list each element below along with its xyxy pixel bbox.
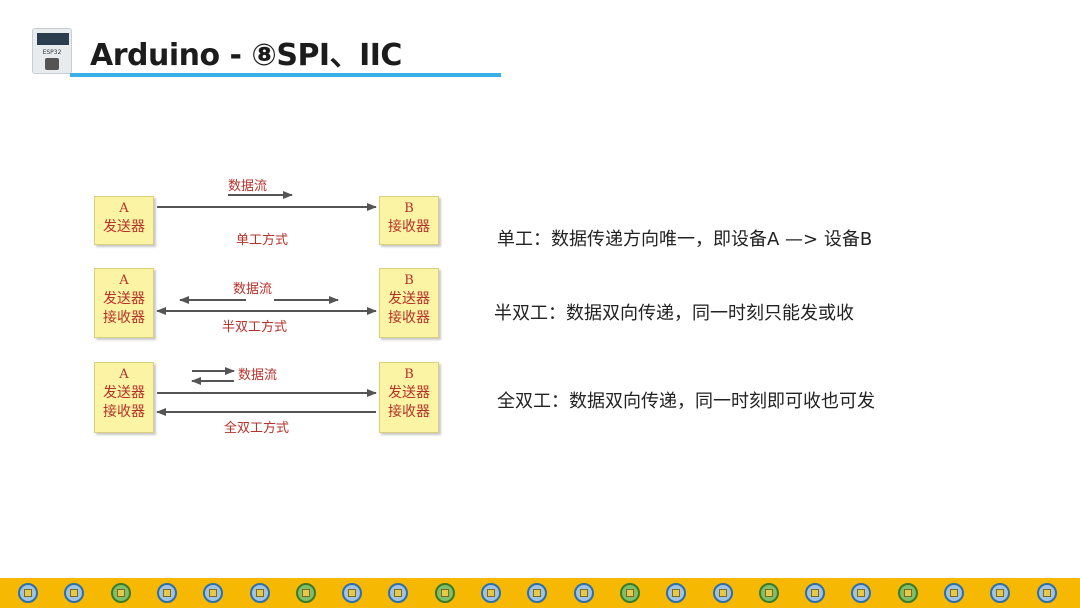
half-duplex-flow-label: 数据流 (233, 282, 273, 297)
box-letter: B (404, 201, 414, 216)
chip-icon (713, 583, 733, 603)
half-duplex-box-a: A 发送器 接收器 (94, 268, 154, 338)
chip-icon (990, 583, 1010, 603)
chip-icon (203, 583, 223, 603)
chip-icon (435, 583, 455, 603)
chip-icon (18, 583, 38, 603)
chip-icon (388, 583, 408, 603)
box-role: 接收器 (388, 310, 430, 326)
title-underline (70, 73, 501, 77)
half-duplex-mode-label: 半双工方式 (222, 320, 288, 335)
chip-icon (1037, 583, 1057, 603)
full-duplex-flow-label: 数据流 (238, 368, 278, 383)
simplex-box-b: B 接收器 (379, 196, 439, 245)
box-role: 接收器 (103, 310, 145, 326)
simplex-description: 单工：数据传递方向唯一，即设备A —> 设备B (497, 229, 873, 250)
chip-icon (250, 583, 270, 603)
chip-icon (527, 583, 547, 603)
footer-band (0, 578, 1080, 608)
chip-icon (620, 583, 640, 603)
chip-icon (759, 583, 779, 603)
box-role: 接收器 (103, 404, 145, 420)
chip-icon (944, 583, 964, 603)
box-role: 发送器 (103, 291, 145, 307)
box-role: 接收器 (388, 404, 430, 420)
half-duplex-box-b: B 发送器 接收器 (379, 268, 439, 338)
chip-icon (157, 583, 177, 603)
chip-icon (851, 583, 871, 603)
full-duplex-description: 全双工：数据双向传递，同一时刻即可收也可发 (497, 391, 875, 412)
full-duplex-box-b: B 发送器 接收器 (379, 362, 439, 433)
full-duplex-box-a: A 发送器 接收器 (94, 362, 154, 433)
simplex-flow-label: 数据流 (228, 179, 268, 194)
box-role: 接收器 (388, 219, 430, 235)
box-letter: A (119, 367, 129, 382)
box-role: 发送器 (388, 385, 430, 401)
chip-icon (296, 583, 316, 603)
simplex-box-a: A 发送器 (94, 196, 154, 245)
chip-icon (666, 583, 686, 603)
chip-icon (481, 583, 501, 603)
chip-icon (805, 583, 825, 603)
esp32-logo-icon: ESP32 (32, 28, 72, 74)
box-letter: B (404, 367, 414, 382)
box-letter: B (404, 273, 414, 288)
box-role: 发送器 (103, 385, 145, 401)
chip-icon (45, 58, 59, 70)
box-letter: A (119, 201, 129, 216)
page-title: Arduino - ⑧SPI、IIC (90, 38, 402, 73)
chip-icon (898, 583, 918, 603)
chip-icon (574, 583, 594, 603)
half-duplex-description: 半双工：数据双向传递，同一时刻只能发或收 (494, 303, 854, 324)
simplex-mode-label: 单工方式 (236, 233, 289, 248)
chip-icon (64, 583, 84, 603)
chip-icon (111, 583, 131, 603)
box-role: 发送器 (103, 219, 145, 235)
chip-icon (342, 583, 362, 603)
full-duplex-mode-label: 全双工方式 (224, 421, 290, 436)
box-role: 发送器 (388, 291, 430, 307)
box-letter: A (119, 273, 129, 288)
logo-label: ESP32 (42, 49, 62, 56)
waveform-icon (37, 33, 69, 45)
